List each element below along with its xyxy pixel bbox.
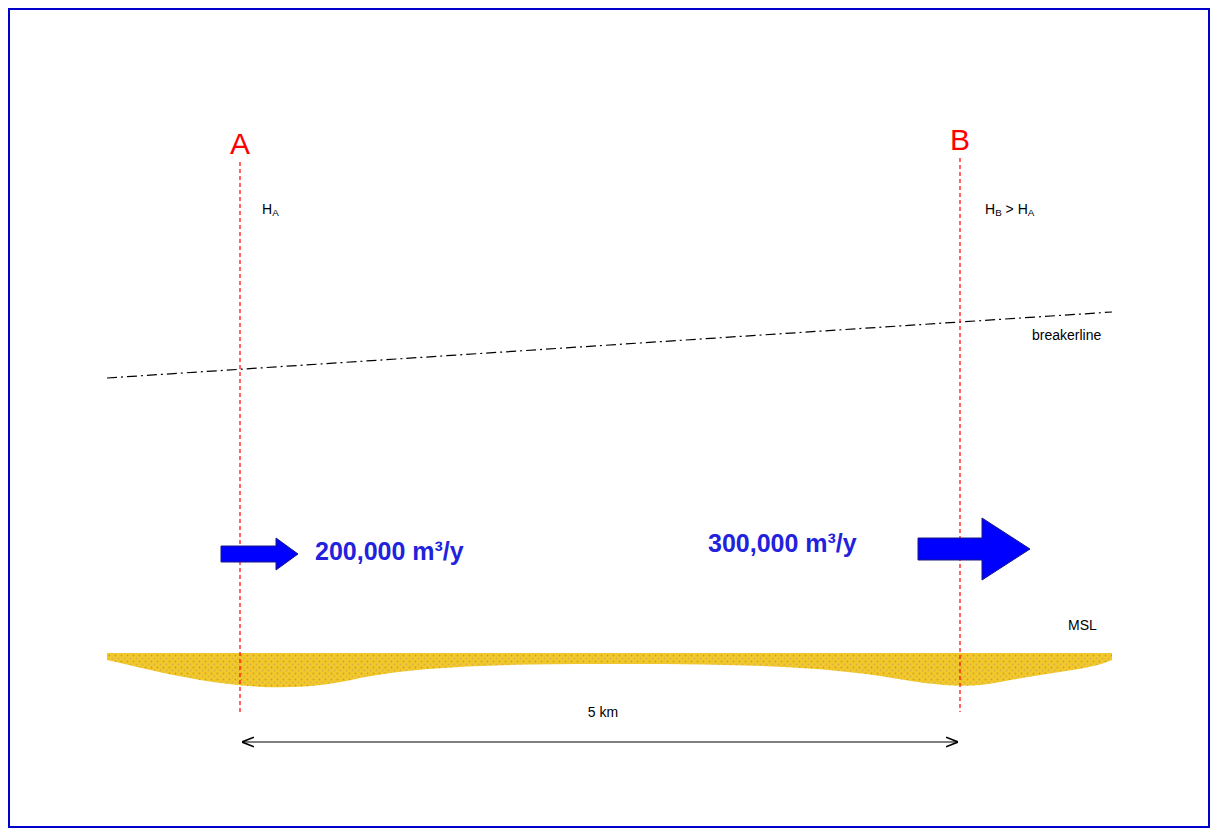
beach-profile — [107, 653, 1112, 687]
section-name: A — [230, 127, 250, 160]
transport-rate: 200,000 m³/y — [315, 538, 464, 566]
section-line — [239, 162, 240, 712]
transport-arrow — [221, 538, 298, 570]
dimension: 5 km — [585, 705, 621, 720]
wave-height: HA — [262, 202, 279, 217]
section-line — [959, 158, 960, 712]
transport-arrow — [918, 518, 1030, 580]
line-label: breakerline — [1032, 328, 1101, 343]
wave-height: HB > HA — [985, 202, 1034, 217]
breaker-line — [107, 312, 1112, 378]
section-name: B — [950, 123, 970, 156]
frame — [9, 9, 1209, 827]
level-label: MSL — [1068, 618, 1097, 633]
dimension-line — [242, 741, 958, 742]
transport-rate: 300,000 m³/y — [708, 530, 857, 558]
